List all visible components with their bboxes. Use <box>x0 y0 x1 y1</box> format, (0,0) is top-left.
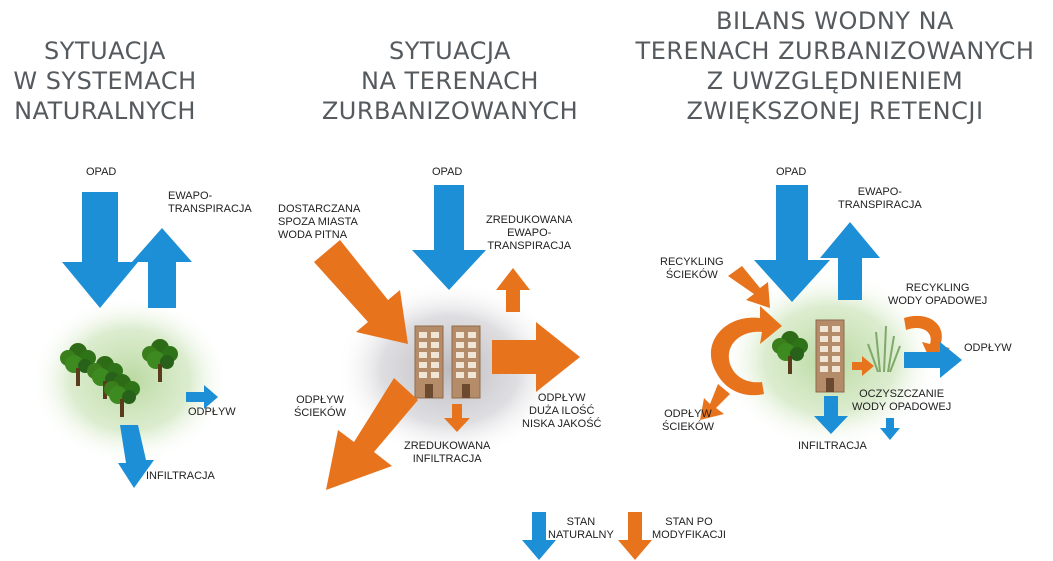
retention-recycling-loop-arrow <box>710 306 782 396</box>
urban-dostarczana-arrow <box>314 240 408 344</box>
retention-odplyw-arrow <box>904 342 962 378</box>
urban-dostarczana-label: DOSTARCZANA SPOZA MIASTA WODA PITNA <box>278 203 361 241</box>
retention-odplyw-sciekow-arrow <box>700 384 730 420</box>
retention-odplyw-sciekow-label: ODPŁYW ŚCIEKÓW <box>662 408 714 433</box>
title-natural: SYTUACJA W SYSTEMACH NATURALNYCH <box>13 37 197 125</box>
natural-opad-label: OPAD <box>86 166 117 178</box>
retention-recykling-sciekow-label: RECYKLING ŚCIEKÓW <box>660 256 724 281</box>
retention-reeds <box>867 325 901 373</box>
natural-infiltracja-arrow <box>118 425 154 488</box>
urban-odplyw-sciekow-arrow <box>326 378 418 490</box>
natural-ewapo-arrow <box>132 228 192 308</box>
legend-modified-arrow <box>618 512 652 560</box>
retention-small-infiltracja-arrow <box>880 418 900 440</box>
retention-infiltracja-arrow <box>814 396 848 434</box>
retention-oczyszczanie-label: OCZYSZCZANIE WODY OPADOWEJ <box>852 388 952 413</box>
natural-ewapo-label: EWAPO- TRANSPIRACJA <box>168 190 252 215</box>
natural-odplyw-label: ODPŁYW <box>188 406 236 418</box>
retention-odplyw-label: ODPŁYW <box>964 342 1012 354</box>
title-retention: BILANS WODNY NA TERENACH ZURBANIZOWANYCH… <box>635 7 1035 125</box>
retention-recykling-wody-label: RECYKLING WODY OPADOWEJ <box>888 282 988 307</box>
urban-zred-infiltracja-label: ZREDUKOWANA INFILTRACJA <box>404 440 491 465</box>
urban-opad-label: OPAD <box>432 166 463 178</box>
urban-odplyw-arrow <box>492 322 580 392</box>
urban-opad-arrow <box>412 185 486 290</box>
natural-opad-arrow <box>62 192 138 308</box>
title-urban: SYTUACJA NA TERENACH ZURBANIZOWANYCH <box>321 37 579 125</box>
retention-recykling-wody-arrow <box>904 315 950 364</box>
urban-zred-ewapo-arrow <box>496 268 530 312</box>
retention-opad-label: OPAD <box>776 166 807 178</box>
retention-ewapo-label: EWAPO- TRANSPIRACJA <box>838 186 922 211</box>
retention-oczyszczanie-arrow <box>852 356 874 376</box>
urban-zred-ewapo-label: ZREDUKOWANA EWAPO- TRANSPIRACJA <box>486 214 573 252</box>
retention-ewapo-arrow <box>820 222 880 300</box>
urban-odplyw-sciekow-label: ODPŁYW ŚCIEKÓW <box>294 394 346 419</box>
natural-odplyw-arrow <box>186 385 218 409</box>
retention-building <box>815 319 845 393</box>
legend-natural-arrow <box>522 512 556 560</box>
retention-opad-arrow <box>754 185 830 302</box>
urban-odplyw-duza-label: ODPŁYW DUŻA ILOŚĆ NISKA JAKOŚĆ <box>522 392 602 430</box>
natural-infiltracja-label: INFILTRACJA <box>146 470 215 482</box>
retention-infiltracja-label: INFILTRACJA <box>798 440 867 452</box>
legend-natural-label: STAN NATURALNY <box>548 516 614 541</box>
urban-zred-infiltracja-arrow <box>444 404 470 432</box>
retention-recykling-sciekow-arrow <box>728 266 770 308</box>
legend-modified-label: STAN PO MODYFIKACJI <box>652 516 726 541</box>
